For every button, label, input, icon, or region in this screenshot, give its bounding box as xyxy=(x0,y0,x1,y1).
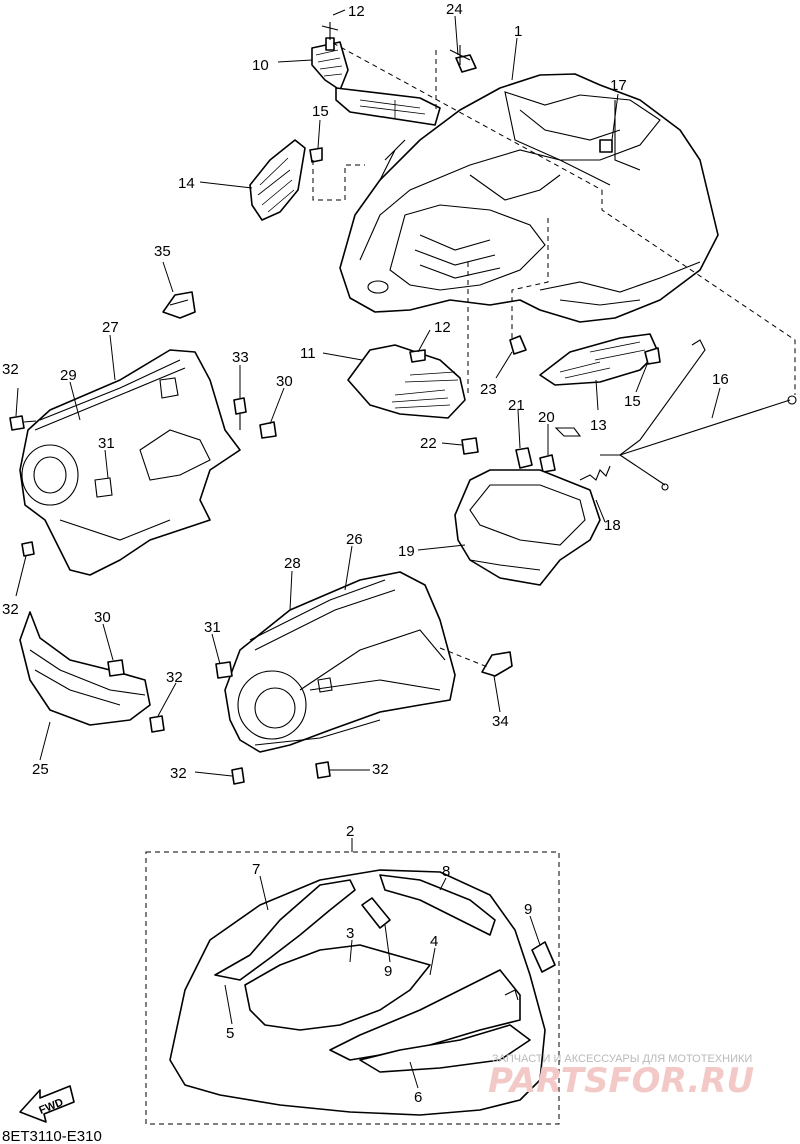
callout-32c: 32 xyxy=(166,669,183,686)
callout-31b: 31 xyxy=(204,619,221,636)
callout-31a: 31 xyxy=(98,435,115,452)
callout-11: 11 xyxy=(300,345,316,362)
callout-23: 23 xyxy=(480,381,497,398)
callout-16: 16 xyxy=(712,371,729,388)
callout-25: 25 xyxy=(32,761,49,778)
callout-9b: 9 xyxy=(524,901,532,918)
part-34-clip xyxy=(481,651,513,677)
callout-21: 21 xyxy=(508,397,525,414)
callout-20: 20 xyxy=(538,409,555,426)
watermark: ЗАПЧАСТИ И АКСЕССУАРЫ ДЛЯ МОТОТЕХНИКИ PA… xyxy=(488,1053,754,1101)
callout-27: 27 xyxy=(102,319,119,336)
callout-17: 17 xyxy=(610,77,627,94)
callout-13: 13 xyxy=(590,417,607,434)
part-13-duct xyxy=(539,333,661,386)
callout-32e: 32 xyxy=(372,761,389,778)
callout-33: 33 xyxy=(232,349,249,366)
callout-30b: 30 xyxy=(94,609,111,626)
part-19-tray xyxy=(454,469,601,586)
callout-30a: 30 xyxy=(276,373,293,390)
callout-32a: 32 xyxy=(2,361,19,378)
part-10-duct-panel xyxy=(311,41,441,126)
callout-15a: 15 xyxy=(312,103,329,120)
watermark-line2: PARTSFOR.RU xyxy=(488,1061,754,1101)
callout-15b: 15 xyxy=(624,393,641,410)
callout-1: 1 xyxy=(514,23,522,40)
callout-7: 7 xyxy=(252,861,260,878)
part-2-assembly-box xyxy=(145,851,560,1125)
part-1-front-cowl xyxy=(339,73,719,323)
callout-6: 6 xyxy=(414,1089,422,1106)
callout-18: 18 xyxy=(604,517,621,534)
callout-34: 34 xyxy=(492,713,509,730)
callout-32b: 32 xyxy=(2,601,19,618)
part-2-leaders xyxy=(224,875,541,1089)
callout-24: 24 xyxy=(446,1,463,18)
callout-labels: 1 2 3 4 5 6 7 8 9 9 10 11 12 12 13 14 15… xyxy=(2,1,729,1106)
callout-26: 26 xyxy=(346,531,363,548)
callout-28: 28 xyxy=(284,555,301,572)
callout-8: 8 xyxy=(442,863,450,880)
callout-4: 4 xyxy=(430,933,438,950)
part-14-side-panel xyxy=(249,139,306,221)
reference-lines xyxy=(312,42,796,669)
callout-10: 10 xyxy=(252,57,269,74)
fastener-group-top xyxy=(162,22,613,355)
fwd-arrow-icon: FWD xyxy=(19,1085,75,1123)
callout-22: 22 xyxy=(420,435,437,452)
part-11-duct xyxy=(347,344,466,419)
part-26-side-cover-right xyxy=(224,571,456,753)
callout-29: 29 xyxy=(60,367,77,384)
callout-2: 2 xyxy=(346,823,354,840)
callout-35: 35 xyxy=(154,243,171,260)
callout-5: 5 xyxy=(226,1025,234,1042)
screw-group xyxy=(9,397,331,785)
callout-12a: 12 xyxy=(348,3,365,20)
callout-9a: 9 xyxy=(384,963,392,980)
callout-32d: 32 xyxy=(170,765,187,782)
callout-3: 3 xyxy=(346,925,354,942)
callout-14: 14 xyxy=(178,175,195,192)
part-16-cable xyxy=(461,339,797,491)
diagram-code: 8ET3110-E310 xyxy=(2,1128,102,1144)
watermark-line1: ЗАПЧАСТИ И АКСЕССУАРЫ ДЛЯ МОТОТЕХНИКИ xyxy=(492,1053,752,1065)
leader-lines xyxy=(15,9,721,852)
callout-12b: 12 xyxy=(434,319,451,336)
part-25-lower-cover xyxy=(19,611,151,726)
callout-19: 19 xyxy=(398,543,415,560)
part-27-side-cover-left xyxy=(19,349,241,576)
